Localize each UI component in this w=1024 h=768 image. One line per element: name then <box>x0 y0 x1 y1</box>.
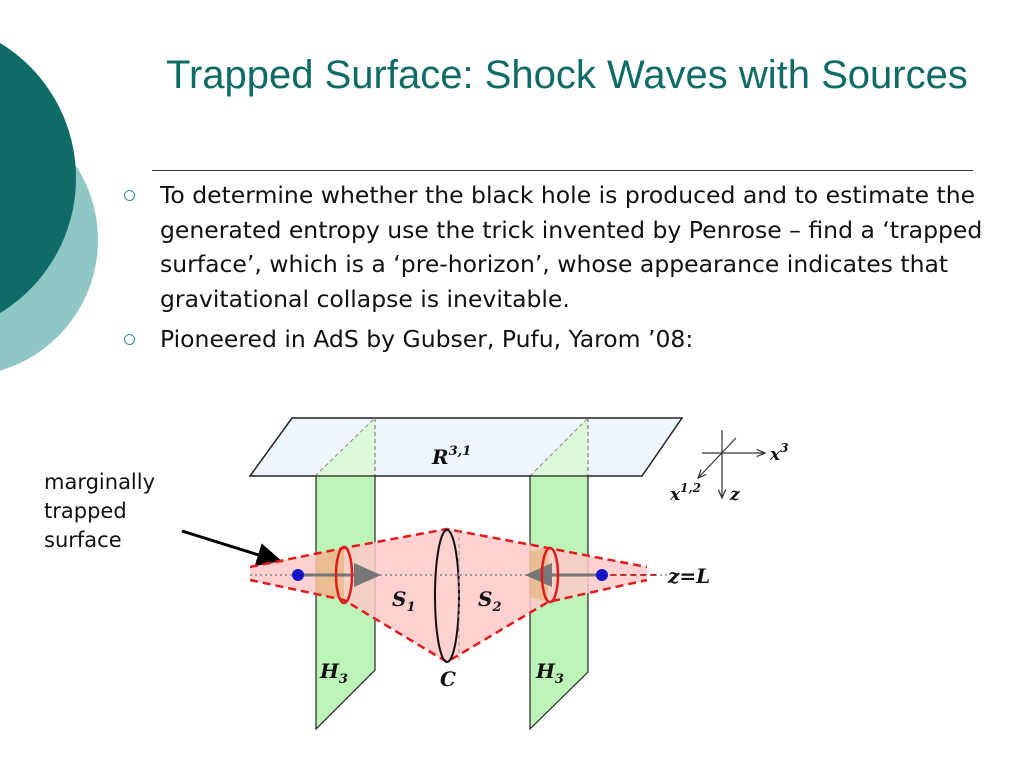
annotation-arrow <box>181 529 284 567</box>
right-h3-slab <box>529 475 589 731</box>
bullet-marker-icon <box>124 334 135 345</box>
left-point-source <box>292 569 304 581</box>
left-plane-wedge <box>315 418 375 476</box>
bullet-item: Pioneered in AdS by Gubser, Pufu, Yarom … <box>118 322 988 357</box>
h3-left-label: H3 <box>319 659 348 687</box>
h3-right-label: H3 <box>535 659 564 687</box>
z-equals-l-label: z=L <box>667 564 710 588</box>
decorative-circles <box>0 42 98 371</box>
coordinate-axes-icon <box>698 430 765 498</box>
right-shock-ellipse <box>540 546 560 604</box>
c-label: C <box>440 667 456 691</box>
title-divider <box>152 170 973 171</box>
axis-z-label: z <box>729 485 740 505</box>
axis-x12-label: x1,2 <box>669 481 701 505</box>
bullet-text: To determine whether the black hole is p… <box>160 181 983 313</box>
bullet-text: Pioneered in AdS by Gubser, Pufu, Yarom … <box>160 325 694 353</box>
axis-x3-label: x3 <box>769 441 789 465</box>
annotation-line: trapped <box>44 499 127 523</box>
s1-label: S1 <box>392 587 416 615</box>
right-plane-wedge <box>530 418 588 476</box>
left-shock-ellipse <box>334 545 354 605</box>
bullet-list: To determine whether the black hole is p… <box>118 178 988 363</box>
bullet-item: To determine whether the black hole is p… <box>118 178 988 316</box>
s2-label: S2 <box>478 587 502 615</box>
annotation-line: marginally <box>44 470 156 494</box>
dark-teal-circle <box>0 42 76 314</box>
right-point-source <box>596 569 608 581</box>
plane-label: R3,1 <box>431 444 471 469</box>
trapped-surface-annotation: marginally trapped surface <box>44 468 155 555</box>
slide-title: Trapped Surface: Shock Waves with Source… <box>166 53 968 97</box>
bullet-marker-icon <box>124 190 135 201</box>
annotation-line: surface <box>44 528 122 552</box>
trapped-lower-boundary <box>249 578 648 664</box>
